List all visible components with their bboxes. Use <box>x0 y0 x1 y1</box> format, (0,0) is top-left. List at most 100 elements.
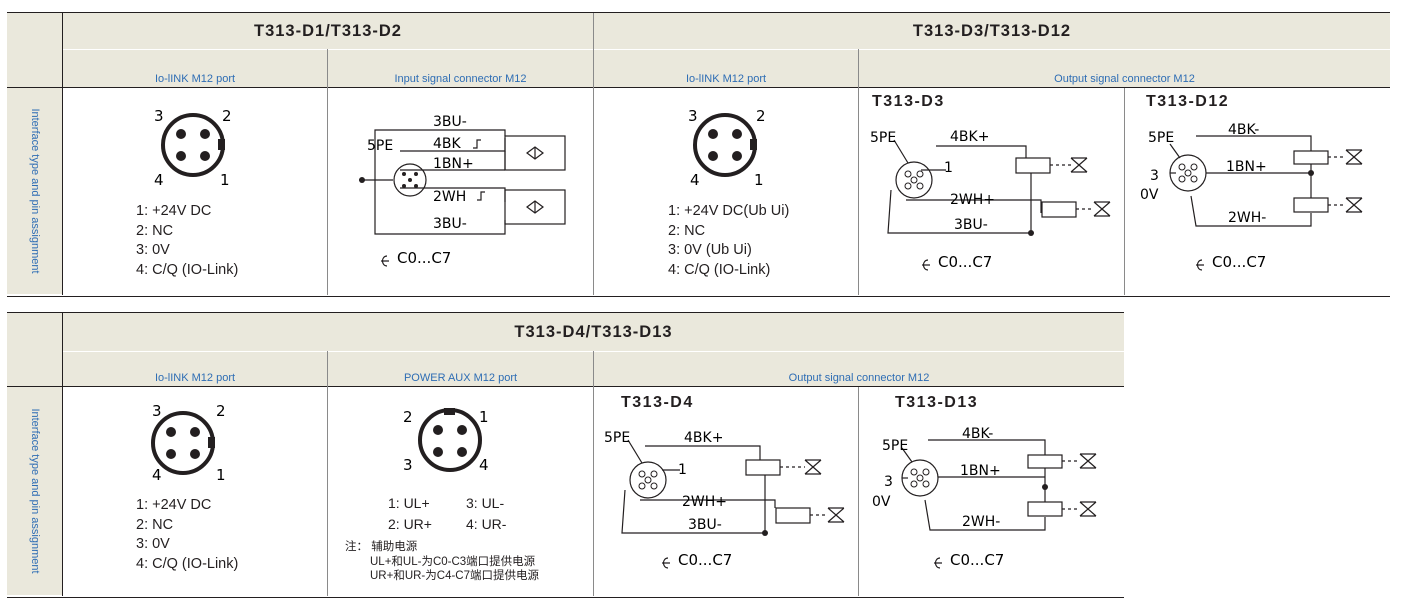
model-title-d4: T313-D4 <box>621 394 694 411</box>
wire-label: 5PE <box>367 138 393 154</box>
output-wiring-diagram-d3: 5PE 4BK+ 1 2WH+ 3BU- C0...C7 <box>870 129 1111 271</box>
wire-label: 4BK- <box>1228 122 1259 138</box>
pin-label-3: 3 <box>152 402 162 420</box>
pin-line: 3: 0V <box>136 536 170 552</box>
power-aux-connector-diagram: 2 1 3 4 <box>403 408 489 474</box>
group-header-d1-d2: T313-D1/T313-D2 <box>63 13 593 49</box>
pin-label-3: 3 <box>688 107 698 125</box>
aux-pin-ul-minus: 3: UL- <box>466 495 505 511</box>
group-header-d4-d13: T313-D4/T313-D13 <box>63 313 1124 351</box>
subheader-iolink-port: Io-lINK M12 port <box>63 50 327 87</box>
model-title-d12: T313-D12 <box>1146 93 1230 110</box>
divider <box>1124 88 1125 295</box>
pin-label-2: 2 <box>222 107 232 125</box>
wire-label: 2WH- <box>962 514 1000 530</box>
pin-line: 2: NC <box>668 222 706 239</box>
pin-line: 1: +24V DC <box>136 497 212 513</box>
side-label: Interface type and pin assignment <box>28 408 41 574</box>
table-1-corner <box>7 13 62 87</box>
channel-label: C0...C7 <box>397 249 451 267</box>
subheader-iolink-port: Io-lINK M12 port <box>63 352 327 386</box>
pin-line: 3: 0V <box>136 242 170 258</box>
divider <box>858 387 859 596</box>
wire-label: 3BU- <box>954 217 988 233</box>
pin-label-2: 2 <box>216 402 226 420</box>
m12-connector-diagram: 3 2 4 1 <box>154 107 232 189</box>
model-title-d3: T313-D3 <box>872 93 945 110</box>
wire-label: 1BN+ <box>960 463 1001 479</box>
side-label-cell: Interface type and pin assignment <box>7 88 62 294</box>
output-wiring-diagram-d12: 5PE 4BK- 1BN+ 3 0V 2WH- C0...C7 <box>1140 122 1363 271</box>
pin-line: 4: C/Q (IO-Link) <box>136 261 239 278</box>
divider <box>593 351 594 596</box>
channel-label: C0...C7 <box>950 551 1004 569</box>
table-2-corner <box>7 313 62 386</box>
wire-label: 1 <box>944 160 953 176</box>
wire-label: 4BK <box>433 136 462 152</box>
aux-pin-ur-plus: 2: UR+ <box>388 516 432 532</box>
pin-label-1: 1 <box>479 408 489 426</box>
channel-label: C0...C7 <box>1212 253 1266 271</box>
divider <box>327 49 328 295</box>
aux-power-note-title: 注： 辅助电源 <box>345 541 418 553</box>
subheader-iolink-port: Io-lINK M12 port <box>594 50 858 87</box>
wire-label: 0V <box>1140 187 1159 203</box>
wire-label: 1BN+ <box>433 156 474 172</box>
pin-label-2: 2 <box>403 408 413 426</box>
pin-assignment-list: 1: +24V DC 2: NC 3: 0V 4: C/Q (IO-Link) <box>136 496 238 574</box>
wire-label: 2WH+ <box>682 494 727 510</box>
pin-assignment-list: 1: +24V DC 2: NC 3: 0V 4: C/Q (IO-Link) <box>136 202 238 280</box>
divider <box>62 313 63 596</box>
divider <box>327 351 328 596</box>
pin-assignment-list: 1: +24V DC(Ub Ui) 2: NC 3: 0V (Ub Ui) 4:… <box>668 202 789 280</box>
output-wiring-diagram-d4: 5PE 4BK+ 1 2WH+ 3BU- C0...C7 <box>604 430 845 569</box>
group-header-d3-d12: T313-D3/T313-D12 <box>594 13 1390 49</box>
output-wiring-diagram-d13: 5PE 4BK- 1BN+ 3 0V 2WH- C0...C7 <box>872 426 1097 569</box>
wire-label: 3 <box>884 474 893 490</box>
aux-power-note-line: UL+和UL-为C0-C3端口提供电源 <box>370 556 536 568</box>
pin-label-4: 4 <box>154 171 164 189</box>
wire-label: 5PE <box>1148 130 1174 146</box>
wire-label: 2WH <box>433 189 466 205</box>
wire-label: 4BK+ <box>950 129 989 145</box>
model-title-d13: T313-D13 <box>895 394 979 411</box>
divider <box>62 13 63 295</box>
wire-label: 5PE <box>882 438 908 454</box>
aux-pin-ur-minus: 4: UR- <box>466 516 507 532</box>
aux-pin-ul-plus: 1: UL+ <box>388 495 430 511</box>
m12-connector-diagram: 3 2 4 1 <box>688 107 766 189</box>
wire-label: 0V <box>872 494 891 510</box>
m12-connector-diagram: 3 2 4 1 <box>151 402 226 484</box>
subheader-output-connector: Output signal connector M12 <box>594 352 1124 386</box>
subheader-output-connector: Output signal connector M12 <box>859 50 1390 87</box>
pin-line: 2: NC <box>136 222 174 239</box>
divider <box>593 13 594 295</box>
pin-line: 1: +24V DC <box>136 203 212 219</box>
side-label-cell: Interface type and pin assignment <box>7 387 62 595</box>
table-2 <box>7 312 1124 598</box>
pin-line: 2: NC <box>136 516 174 533</box>
pin-label-1: 1 <box>216 466 226 484</box>
channel-label: C0...C7 <box>678 551 732 569</box>
wire-label: 5PE <box>604 430 630 446</box>
subheader-power-aux: POWER AUX M12 port <box>328 352 593 386</box>
table-1 <box>7 12 1390 297</box>
pin-label-1: 1 <box>220 171 230 189</box>
wire-label: 4BK- <box>962 426 993 442</box>
pin-label-4: 4 <box>690 171 700 189</box>
pin-line: 4: C/Q (IO-Link) <box>136 555 239 572</box>
wire-label: 3BU- <box>433 216 467 232</box>
wire-label: 3BU- <box>688 517 722 533</box>
subheader-input-connector: Input signal connector M12 <box>328 50 593 87</box>
divider <box>7 386 1124 387</box>
pin-label-4: 4 <box>479 456 489 474</box>
pin-label-2: 2 <box>756 107 766 125</box>
wire-label: 1BN+ <box>1226 159 1267 175</box>
side-label: Interface type and pin assignment <box>28 108 41 274</box>
pin-label-4: 4 <box>152 466 162 484</box>
channel-label: C0...C7 <box>938 253 992 271</box>
wire-label: 4BK+ <box>684 430 723 446</box>
pin-line: 1: +24V DC(Ub Ui) <box>668 203 790 219</box>
input-connector-wiring-diagram: 3BU- 5PE 4BK 1BN+ 2WH 3BU- C0...C7 <box>359 114 566 267</box>
pin-label-1: 1 <box>754 171 764 189</box>
